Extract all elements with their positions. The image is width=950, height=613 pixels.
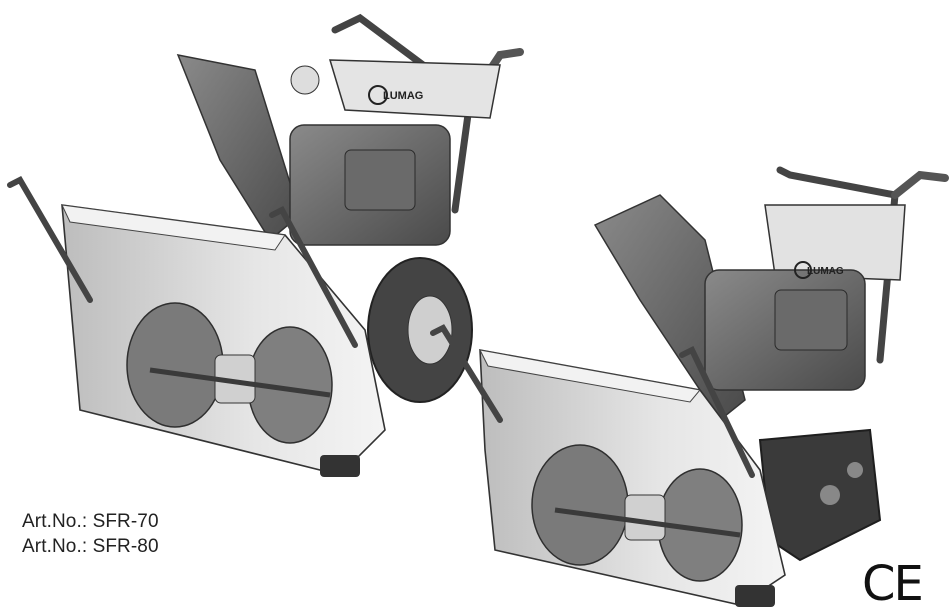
svg-text:LUMAG: LUMAG (807, 266, 844, 277)
lumag-logo: LUMAG (368, 85, 423, 105)
svg-text:LUMAG: LUMAG (383, 90, 423, 102)
snow-blower-wheeled (7, 13, 524, 477)
article-number-sfr70: Art.No.: SFR-70 (22, 511, 159, 532)
article-number-sfr80: Art.No.: SFR-80 (22, 536, 159, 557)
article-numbers: Art.No.: SFR-70 Art.No.: SFR-80 (22, 509, 159, 559)
snow-blower-tracked (430, 166, 949, 607)
ce-mark: CE (862, 556, 924, 612)
lumag-logo-2: LUMAG (794, 261, 844, 279)
